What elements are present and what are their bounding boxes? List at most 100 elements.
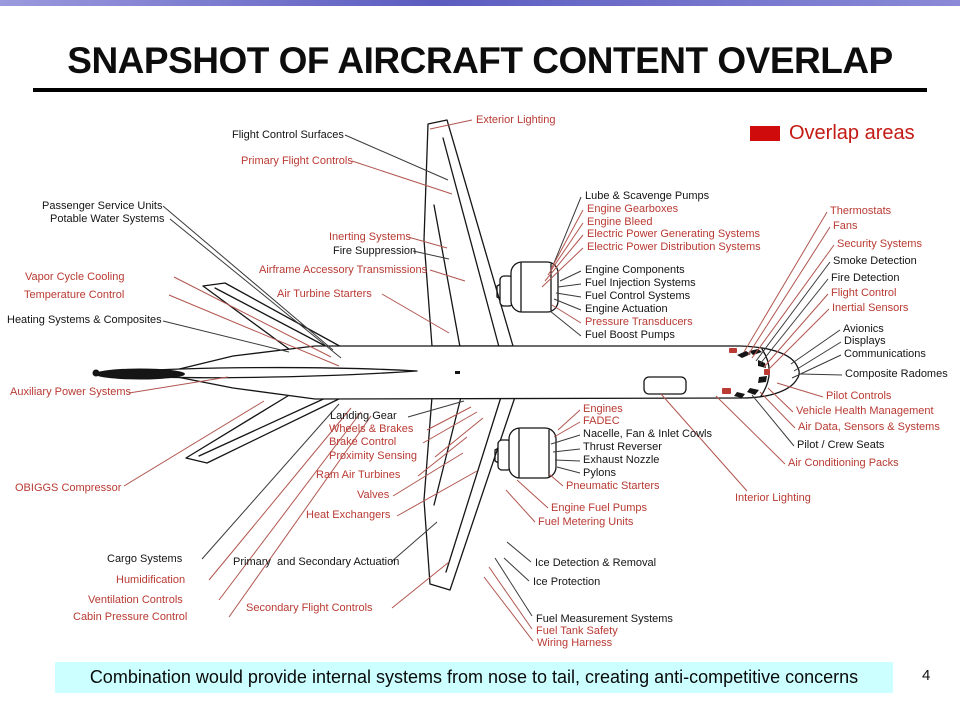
diagram-label: Fans [833,220,858,232]
diagram-label: Valves [357,489,390,501]
leader-line [162,320,290,353]
page-title: SNAPSHOT OF AIRCRAFT CONTENT OVERLAP [67,40,893,81]
diagram-label: Fuel Tank Safety [536,625,618,637]
leader-line [800,373,843,376]
leader-line [173,276,332,358]
leader-line [791,354,842,379]
leader-line [755,261,831,362]
diagram-label: Auxiliary Power Systems [10,386,132,398]
diagram-label: Air Conditioning Packs [788,457,899,469]
leader-line [715,395,786,465]
diagram-label: Ram Air Turbines [316,469,401,481]
diagram-label: Nacelle, Fan & Inlet Cowls [583,428,712,440]
diagram-label: Engine Gearboxes [587,203,679,215]
leader-line [169,218,342,359]
leader-line [556,466,581,474]
leader-line [123,400,265,487]
diagram-label: Cargo Systems [107,553,183,565]
diagram-label: Passenger Service Units [42,200,163,212]
leader-line [429,119,473,130]
leader-line [505,489,536,523]
leader-line [168,294,340,367]
diagram-label: Thermostats [830,205,892,217]
leader-line [554,459,581,462]
lower-engine-nacelle [508,427,557,479]
leader-line [228,415,372,618]
overlap-mark [764,369,770,375]
diagram-label: Flight Control [831,287,897,299]
leader-line [763,293,829,368]
leader-line [503,557,530,582]
leader-line [434,417,484,458]
footer-text: Combination would provide internal syste… [89,667,859,687]
leader-line [776,382,824,398]
diagram-label: Air Turbine Starters [277,288,372,300]
diagram-label: Avionics [843,323,884,335]
leader-line [429,269,466,282]
page-number: 4 [922,667,931,684]
leader-line [391,561,450,609]
leader-line [412,250,450,260]
leader-line [553,421,581,438]
leader-line [550,434,581,445]
diagram-label: Primary Flight Controls [241,155,353,167]
diagram-label: OBIGGS Compressor [15,482,122,494]
diagram-label: Wheels & Brakes [329,423,414,435]
leader-line [201,403,340,560]
leader-line [660,393,748,492]
leader-line [767,387,794,413]
legend: Overlap areas [750,122,915,145]
leader-line [516,479,549,509]
leader-line [549,310,582,337]
diagram-label: Engine Actuation [585,303,668,315]
diagram-label: Humidification [116,574,186,586]
diagram-label: Fuel Metering Units [538,516,634,528]
leader-line [759,278,829,365]
leader-line [541,247,584,288]
diagram-label: Pilot Controls [826,390,892,402]
door-outline [643,376,687,395]
diagram-label: Inertial Sensors [832,302,909,314]
diagram-label: Electric Power Generating Systems [587,228,761,240]
diagram-label: Flight Control Surfaces [232,129,344,141]
leader-line [488,566,533,630]
leader-line [555,292,582,298]
diagram-label: Fuel Injection Systems [585,277,696,289]
diagram-label: Engine Fuel Pumps [551,502,647,514]
leader-line [218,411,362,601]
leader-line [483,576,534,642]
diagram-label: Vehicle Health Management [796,405,934,417]
leader-line [506,541,532,563]
leader-line [128,376,229,394]
diagram-label: Communications [844,348,926,360]
diagram-label: Proximity Sensing [329,450,418,462]
leader-line [407,400,465,418]
diagram-label: Composite Radomes [845,368,948,380]
diagram-label: Displays [844,335,886,347]
leader-line [553,196,582,264]
diagram-label: Thrust Reverser [583,441,662,453]
diagram-label: Ventilation Controls [88,594,183,606]
diagram-label: Landing Gear [330,410,397,422]
diagram-label: Ice Detection & Removal [535,557,657,569]
overlap-swatch-icon [750,126,780,141]
diagram-label: Interior Lighting [735,492,811,504]
diagram-label: Smoke Detection [833,255,917,267]
diagram-label: Temperature Control [24,289,125,301]
leader-line [544,234,584,282]
leader-line [551,304,582,324]
diagram-label: Fire Detection [831,272,900,284]
fuselage [166,345,800,400]
diagram-label: Ice Protection [533,576,601,588]
leader-line [557,283,582,288]
diagram-label: Fire Suppression [333,245,417,257]
diagram-label: Potable Water Systems [50,213,165,225]
leader-line [793,341,842,372]
diagram-label: Cabin Pressure Control [73,611,188,623]
leader-line [426,406,472,431]
diagram-label: Heat Exchangers [306,509,391,521]
leader-line [381,293,450,334]
leader-line [790,329,841,365]
legend-label: Overlap areas [789,122,915,144]
